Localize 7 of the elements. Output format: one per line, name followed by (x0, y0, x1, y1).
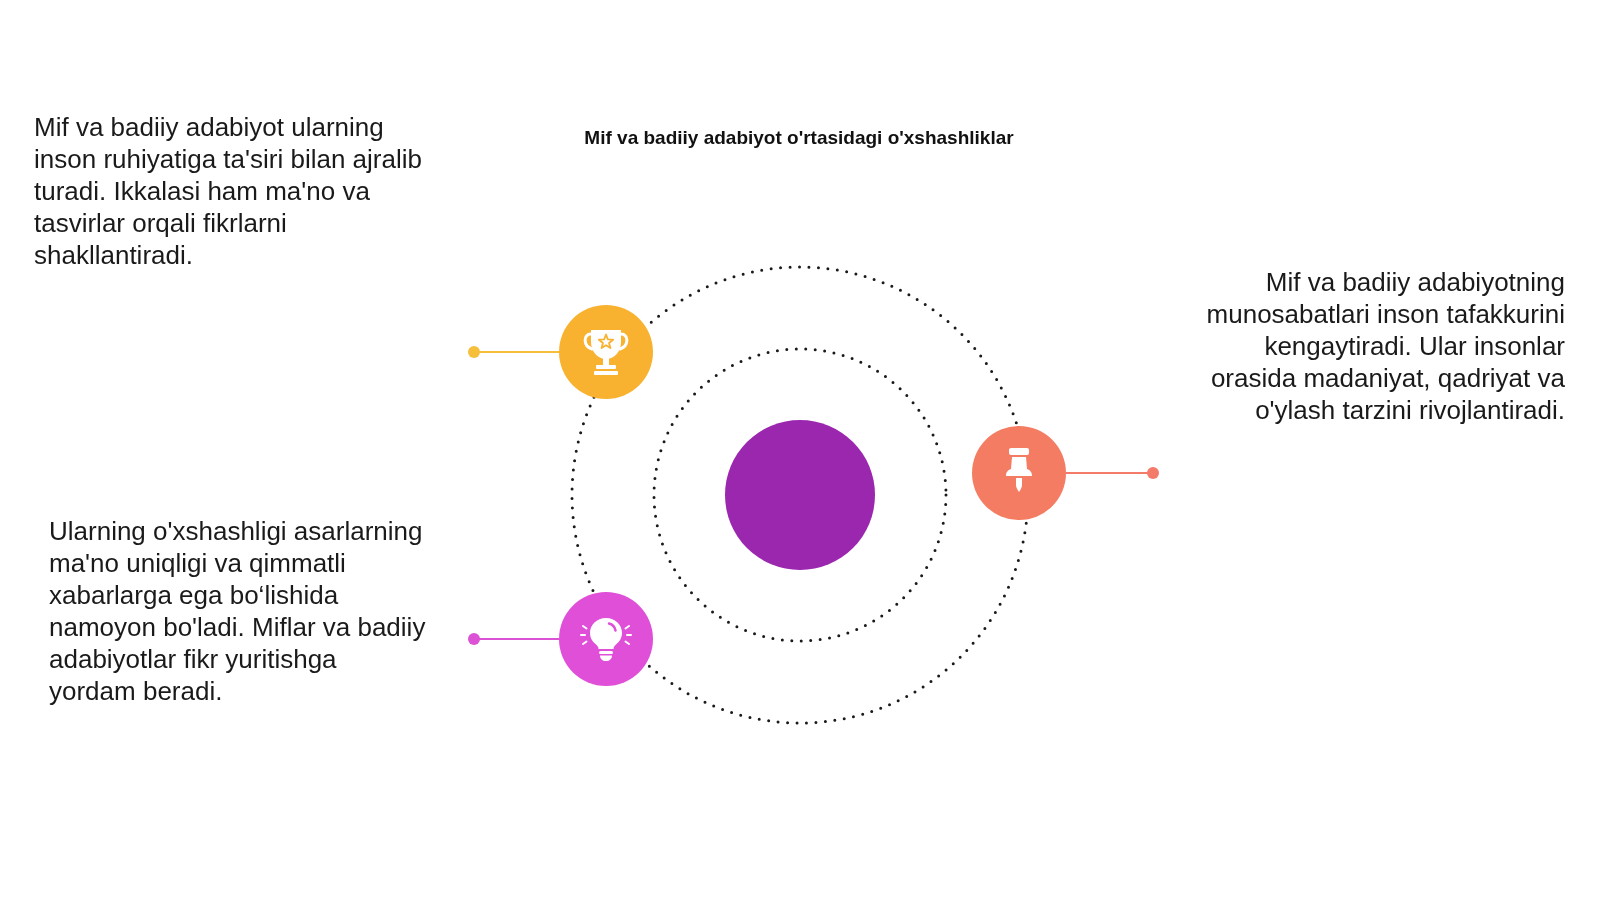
description-text: Mif va badiiy adabiyotning munosabatlari inson tafakkurini kengaytiradi. Ular insonlar orasida madaniyat, qadriyat va o'ylash tarzini rivojlantiradi. (1205, 266, 1565, 426)
leader-line (468, 633, 560, 645)
leader-line (1065, 467, 1159, 479)
description-text: Mif va badiiy adabiyot ularning inson ruhiyatiga ta'siri bilan ajralib turadi. Ikkalasi ham ma'no va tasvirlar orqali fikrlarni shakllantiradi. (34, 111, 423, 271)
leader-line (468, 346, 560, 358)
title: Mif va badiiy adabiyot o'rtasidagi o'xshashliklar (584, 126, 1014, 150)
description-text: Ularning o'xshashligi asarlarning ma'no uniqligi va qimmatli xabarlarga ega bo‘lishida namoyon bo'ladi. Miflar va badiiy adabiyotlar fikr yuritishga yordam beradi. (49, 515, 427, 707)
